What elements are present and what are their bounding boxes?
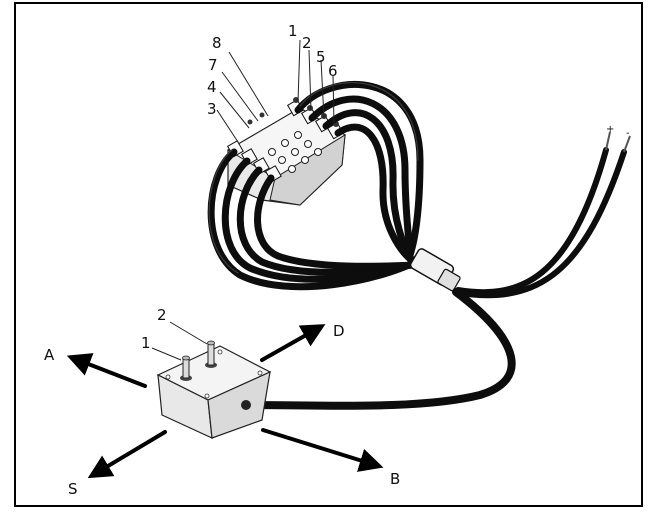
switch-2[interactable] bbox=[205, 340, 217, 368]
label-valve-8: 8 bbox=[212, 34, 222, 52]
leader-lines bbox=[151, 39, 335, 361]
label-valve-4: 4 bbox=[207, 78, 217, 96]
label-direction-s: S bbox=[68, 480, 78, 498]
label-valve-3: 3 bbox=[207, 100, 217, 118]
label-minus: - bbox=[626, 128, 630, 139]
label-direction-a: A bbox=[44, 346, 55, 364]
label-valve-6: 6 bbox=[328, 62, 338, 80]
label-switch-2: 2 bbox=[157, 306, 167, 324]
label-valve-1: 1 bbox=[288, 22, 298, 40]
label-valve-2: 2 bbox=[302, 34, 312, 52]
arrow-s bbox=[87, 430, 167, 479]
power-leads bbox=[455, 131, 631, 299]
cable-connector bbox=[409, 248, 461, 292]
arrow-a bbox=[66, 353, 147, 388]
cable-harness bbox=[207, 81, 424, 291]
label-direction-d: D bbox=[333, 322, 345, 340]
arrow-d bbox=[260, 324, 326, 362]
label-plus: + bbox=[606, 124, 614, 135]
label-valve-5: 5 bbox=[316, 48, 326, 66]
label-switch-1: 1 bbox=[141, 334, 151, 352]
label-direction-b: B bbox=[390, 470, 400, 488]
label-valve-7: 7 bbox=[208, 56, 218, 74]
arrow-b bbox=[261, 428, 384, 472]
main-cable bbox=[248, 288, 516, 410]
control-box bbox=[156, 345, 272, 439]
switch-1[interactable] bbox=[180, 355, 192, 381]
